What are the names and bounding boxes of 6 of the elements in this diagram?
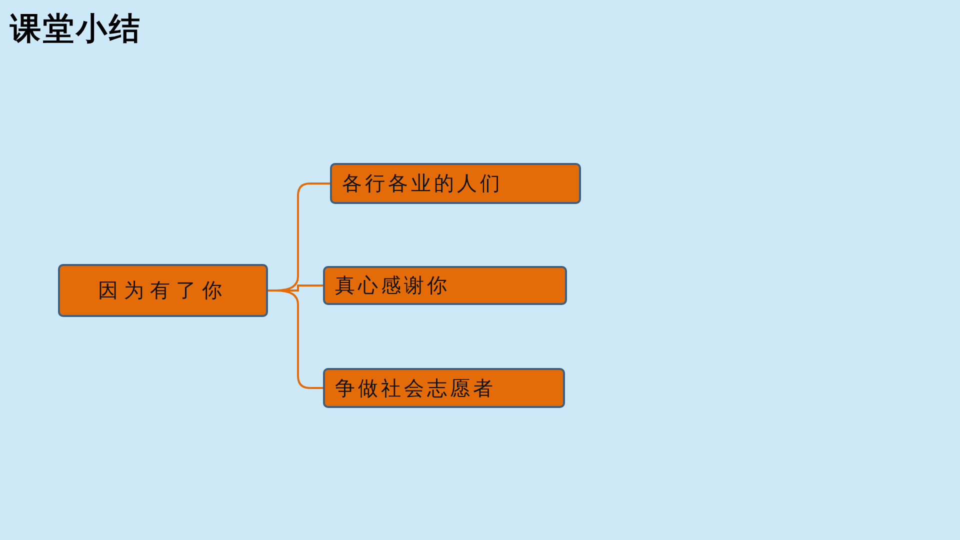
topic-box: 因为有了你: [58, 264, 268, 317]
brace-connector: [268, 290, 323, 389]
topic-box: 真心感谢你: [323, 266, 567, 305]
topic-box: 各行各业的人们: [330, 163, 581, 204]
slide-title: 课堂小结: [10, 10, 142, 49]
topic-box: 争做社会志愿者: [323, 368, 565, 408]
